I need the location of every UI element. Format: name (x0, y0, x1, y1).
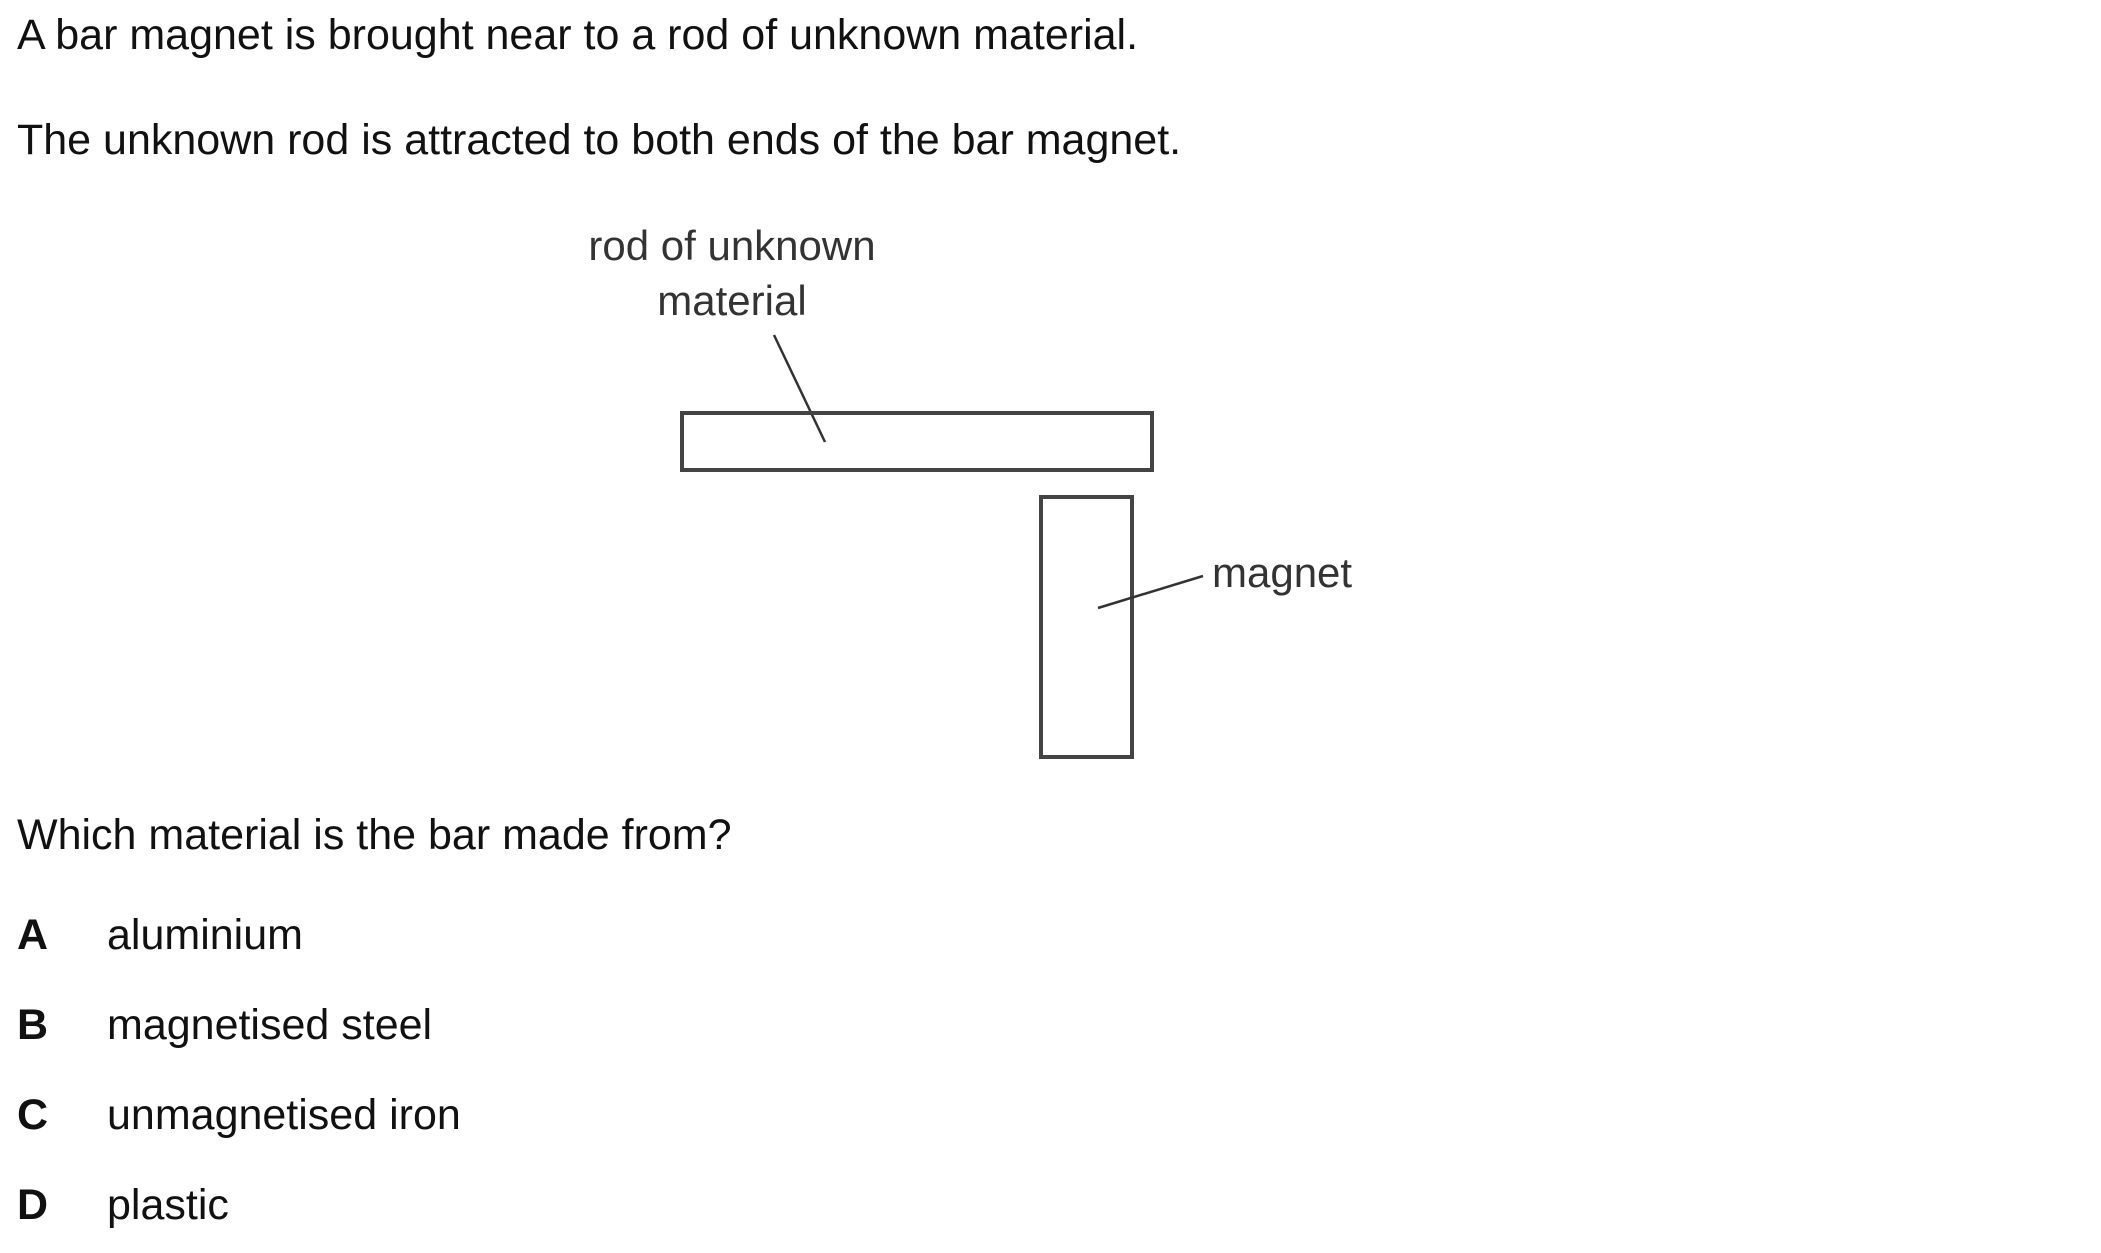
option-d-text: plastic (107, 1181, 229, 1229)
magnet-label: magnet (1212, 549, 1352, 596)
option-c-text: unmagnetised iron (107, 1091, 461, 1139)
rod-leader-line (772, 334, 827, 443)
question-stem-line-1: A bar magnet is brought near to a rod of… (17, 11, 1139, 59)
option-a-text: aluminium (107, 911, 303, 959)
question-stem-line-2: The unknown rod is attracted to both end… (17, 116, 1182, 164)
rod-label-line-1: rod of unknown (588, 222, 875, 269)
question-prompt: Which material is the bar made from? (17, 811, 732, 859)
option-b-letter: B (17, 1001, 49, 1049)
option-a-letter: A (17, 911, 49, 959)
rod-label-line-2: material (657, 277, 806, 324)
magnet-leader-line (1097, 574, 1204, 610)
option-d-letter: D (17, 1181, 49, 1229)
option-b-text: magnetised steel (107, 1001, 433, 1049)
option-c-letter: C (17, 1091, 49, 1139)
unknown-rod (680, 411, 1154, 472)
bar-magnet (1039, 495, 1134, 759)
